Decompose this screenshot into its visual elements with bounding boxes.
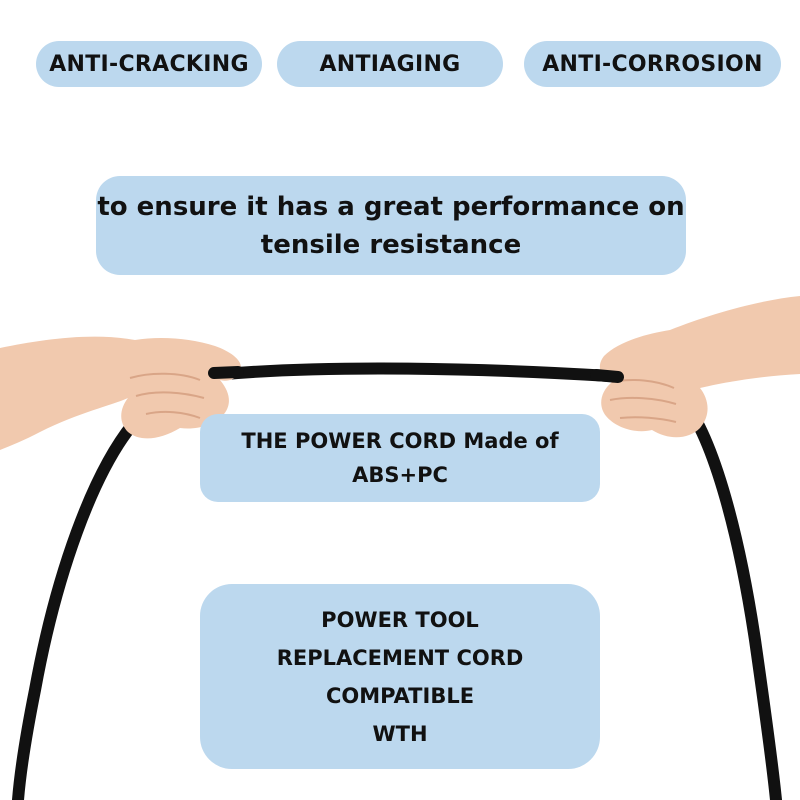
- feature-tag-label: ANTI-CORROSION: [542, 51, 763, 77]
- compat-line-4: WTH: [372, 721, 428, 746]
- feature-tag-anti-cracking: ANTI-CRACKING: [36, 41, 262, 87]
- feature-tag-antiaging: ANTIAGING: [277, 41, 503, 87]
- material-line-1: THE POWER CORD Made of: [241, 429, 559, 453]
- compatibility-callout: POWER TOOL REPLACEMENT CORD COMPATIBLE W…: [200, 584, 600, 769]
- banner-line-1: to ensure it has a great performance on: [97, 191, 685, 222]
- compat-line-2: REPLACEMENT CORD: [276, 645, 524, 670]
- compat-line-3: COMPATIBLE: [325, 683, 475, 708]
- tensile-resistance-banner: to ensure it has a great performance on …: [96, 176, 686, 275]
- feature-tag-anti-corrosion: ANTI-CORROSION: [524, 41, 781, 87]
- left-hand: [0, 336, 242, 450]
- feature-tag-label: ANTIAGING: [319, 51, 461, 77]
- material-line-2: ABS+PC: [352, 463, 448, 487]
- right-hand: [599, 296, 800, 438]
- power-cord: [12, 362, 782, 800]
- banner-line-2: tensile resistance: [260, 229, 522, 260]
- compat-line-1: POWER TOOL: [321, 607, 479, 632]
- material-callout: THE POWER CORD Made of ABS+PC: [200, 414, 600, 502]
- feature-tag-label: ANTI-CRACKING: [49, 51, 249, 77]
